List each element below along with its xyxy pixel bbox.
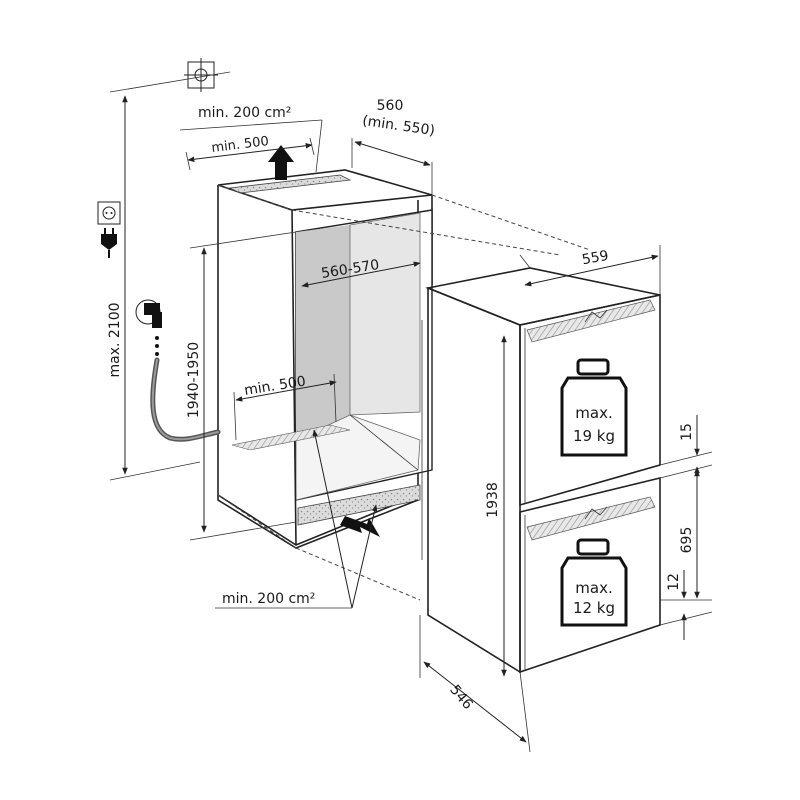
dim-top-vent-width: min. 500 (185, 134, 315, 171)
label-max-height: max. 2100 (107, 302, 123, 377)
label-door-height: 695 (679, 527, 695, 554)
label-gap-top: 15 (679, 423, 695, 441)
label-bottom-vent-area: min. 200 cm² (222, 591, 315, 607)
weight-icon-upper: max. 19 kg (560, 358, 628, 457)
power-socket-icon (97, 201, 121, 225)
dim-appliance-depth: 546 (419, 615, 531, 753)
projection-lines (217, 184, 591, 601)
dim-niche-height: 1940-1950 (186, 231, 297, 541)
label-appliance-width: 559 (581, 248, 610, 268)
dim-appliance-width: 559 (519, 245, 661, 295)
label-top-vent-area: min. 200 cm² (198, 105, 291, 121)
label-niche-height: 1940-1950 (186, 342, 202, 418)
dim-bottom-vent-area: min. 200 cm² (215, 429, 378, 609)
weight-lower-line2: 12 kg (573, 599, 615, 617)
dim-max-height: max. 2100 (107, 71, 231, 481)
dim-niche-width: 560 (min. 550) (351, 98, 436, 195)
label-top-vent-width: min. 500 (211, 134, 270, 156)
label-appliance-height: 1938 (485, 482, 501, 518)
label-gap-bottom: 12 (666, 573, 682, 591)
label-niche-width: 560 (377, 98, 404, 114)
weight-lower-line1: max. (575, 579, 612, 597)
label-appliance-depth: 546 (446, 682, 475, 713)
dim-appliance-height: 1938 (485, 335, 507, 677)
weight-icon-lower: max. 12 kg (560, 538, 628, 627)
dim-door-gaps: 15 695 12 (659, 415, 713, 640)
niche-cabinet (217, 169, 433, 549)
weight-upper-line2: 19 kg (573, 427, 615, 445)
appliance (421, 267, 661, 674)
plug-icon (101, 228, 117, 258)
dim-top-vent-area: min. 200 cm² (179, 105, 323, 173)
weight-upper-line1: max. (575, 404, 612, 422)
water-tap-icon (135, 299, 162, 356)
label-niche-width-min: (min. 550) (361, 113, 435, 139)
